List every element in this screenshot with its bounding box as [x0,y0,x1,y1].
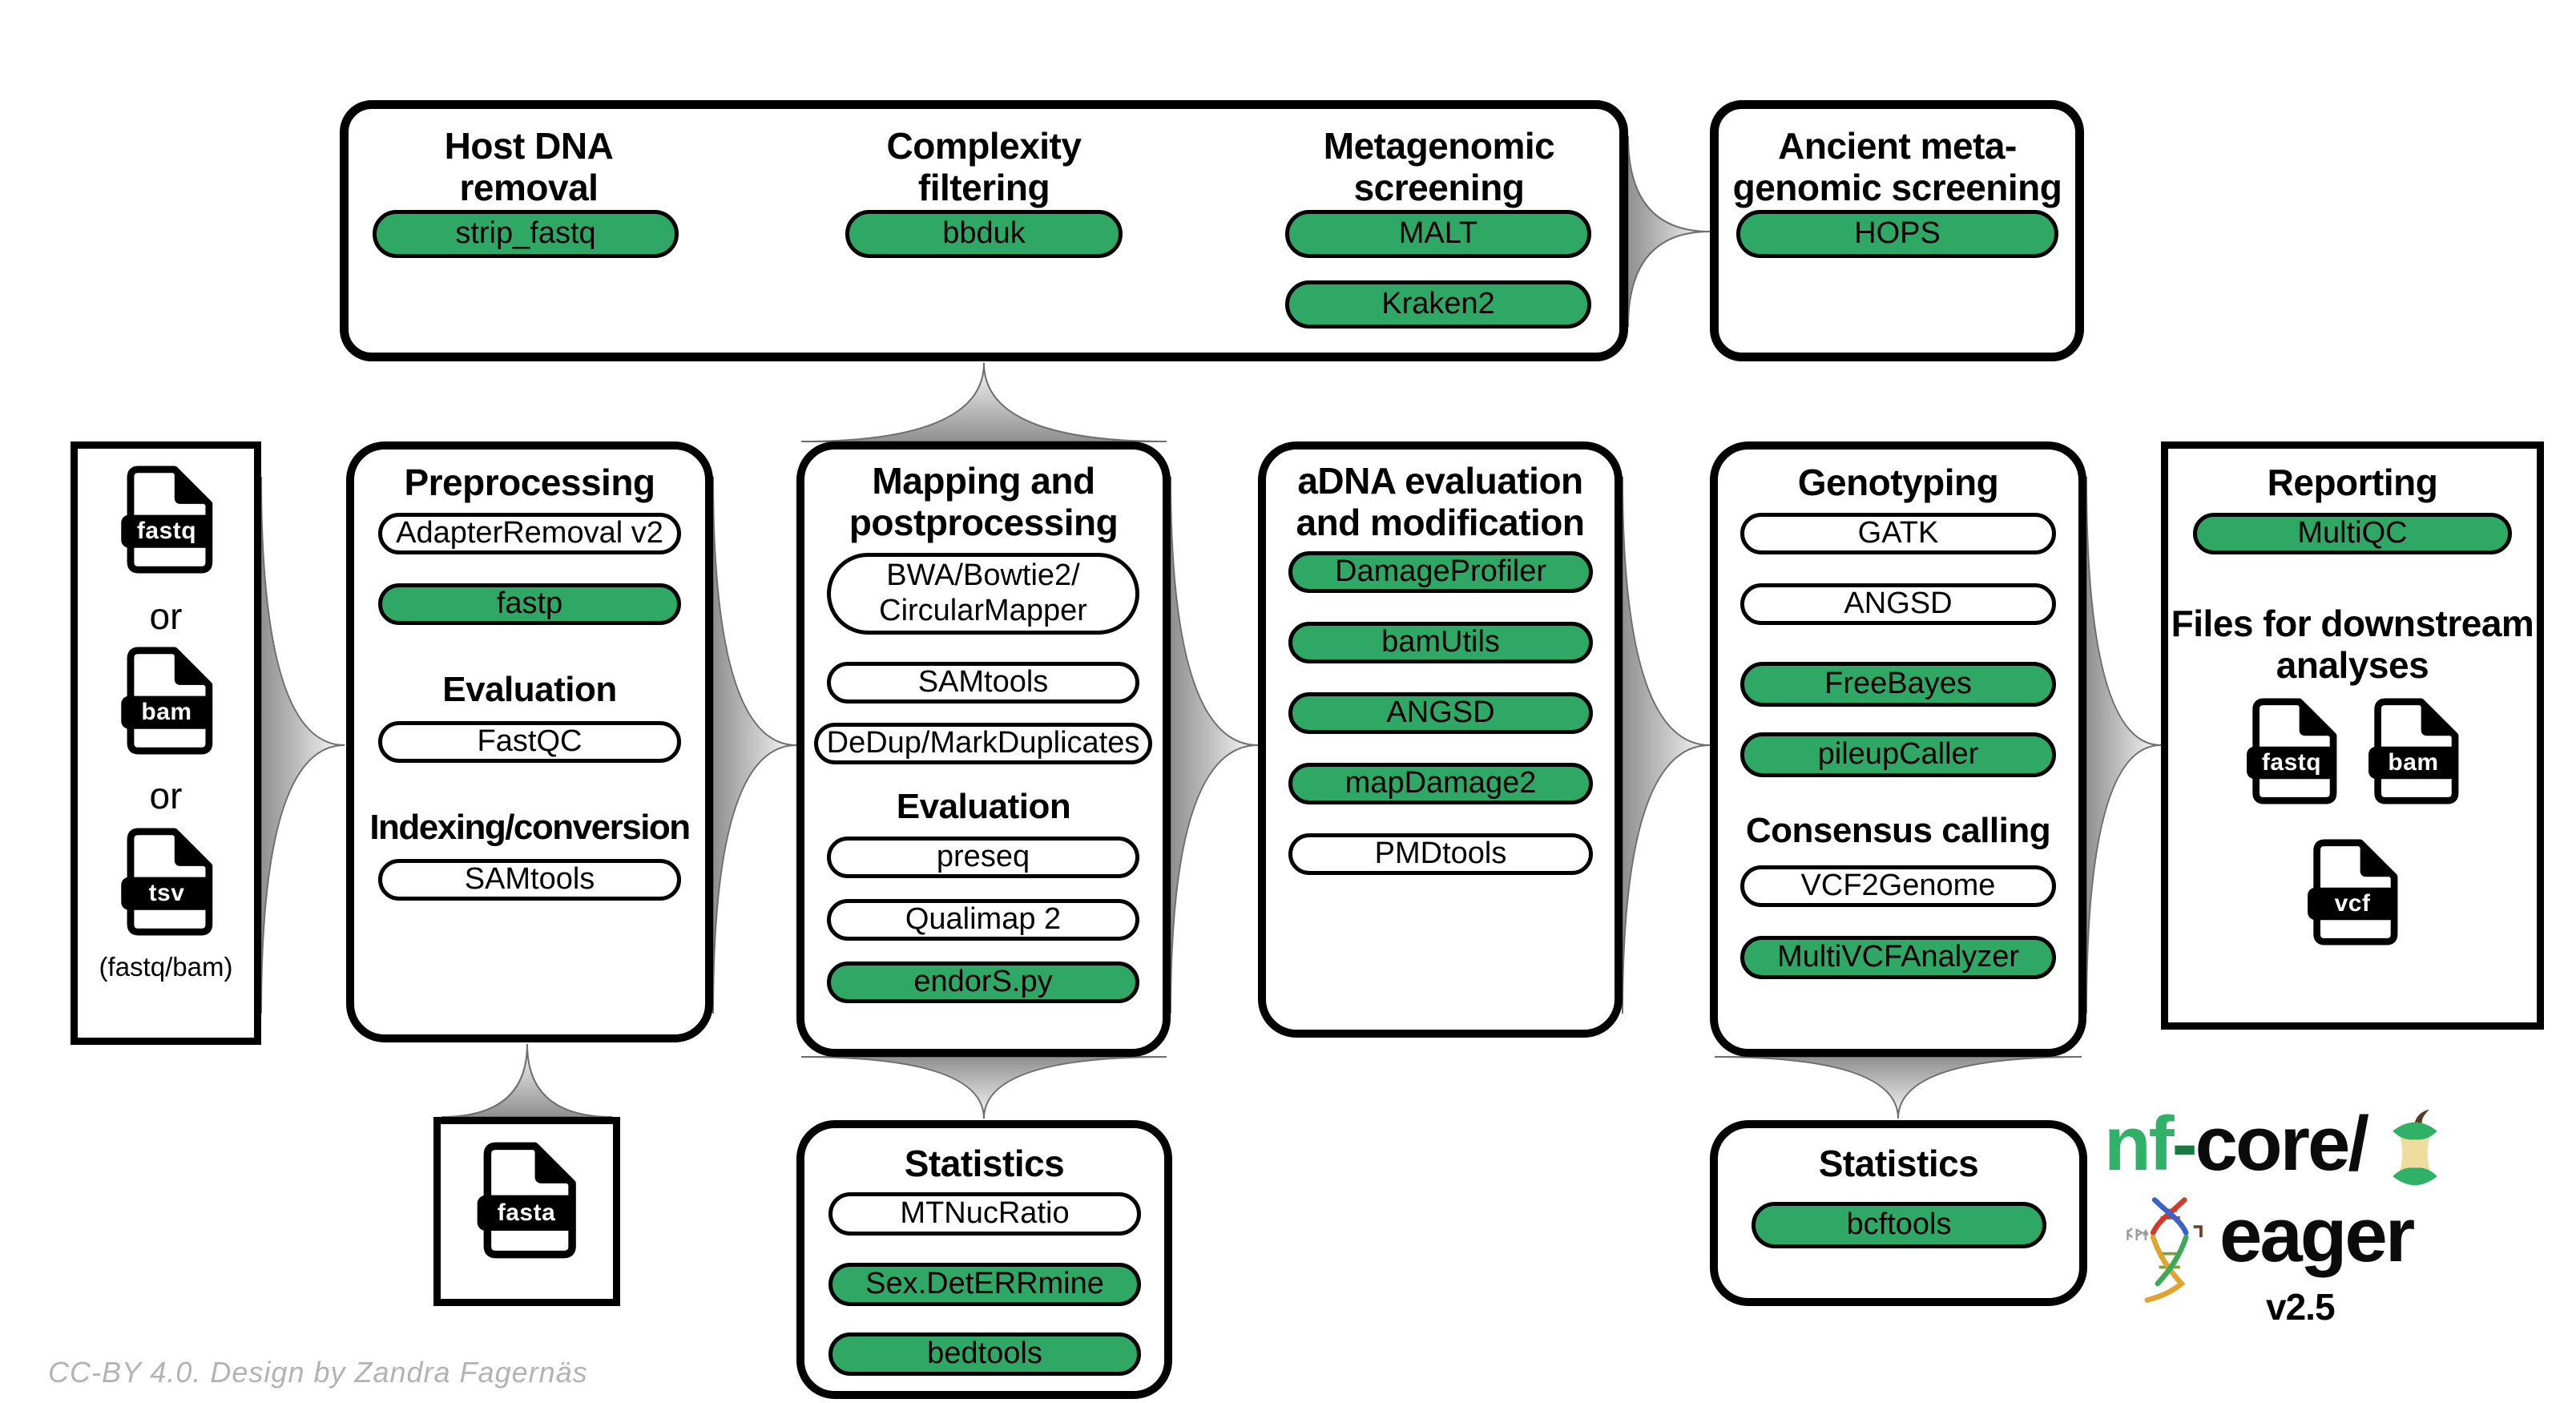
tool-pill-freebayes: FreeBayes [1740,662,2056,707]
tool-pill-mtnucratio: MTNucRatio [828,1192,1141,1236]
vcf-output-file-icon: vcf [2304,838,2401,946]
tool-pill-kraken2: Kraken2 [1285,280,1591,329]
tool-pill-hops: HOPS [1736,210,2058,258]
preprocessing-title: Preprocessing [404,462,655,503]
fastq-output-file-icon: fastq [2243,697,2340,805]
arrow-genotyping-to-reporting [2086,476,2162,1014]
logo-eager-text: eager [2219,1192,2415,1278]
tool-pill-angsd-genotyping: ANGSD [1740,583,2056,625]
tool-pill-bamutils: bamUtils [1288,622,1593,663]
logo-dash-text: - [2171,1101,2198,1187]
nfcore-logo-line1: nf-core/ [2104,1106,2450,1195]
tsv-file-icon: tsv [118,827,216,937]
bam-file-icon: bam [118,646,216,756]
arrow-preprocessing-to-mapping [712,476,797,1014]
statistics-title: Statistics [1818,1143,1979,1184]
tool-pill-damageprofiler: DamageProfiler [1288,551,1593,593]
or-label: or [149,595,183,637]
tool-pill-endors-py: endorS.py [827,962,1139,1003]
arrow-mapping-to-metagenomics [800,362,1167,442]
tool-pill-vcf2genome: VCF2Genome [1740,865,2056,907]
genotyping-title: Genotyping [1797,462,1999,503]
attribution-text: CC-BY 4.0. Design by Zandra Fagernäs [48,1356,588,1389]
or-label: or [149,775,183,816]
tool-pill-bedtools: bedtools [828,1332,1141,1376]
tool-pill-bcftools: bcftools [1752,1202,2046,1248]
tool-pill-sexdeterrmine: Sex.DetERRmine [828,1263,1141,1306]
runes-icon [2127,1228,2149,1240]
adna-box [1258,441,1623,1038]
fastq-file-icon: fastq [118,465,216,575]
indexing-conversion-subtitle: Indexing/conversion [369,808,691,847]
arrow-reference-to-preprocessing [441,1043,613,1118]
arrow-genotyping-to-statistics [1714,1056,2082,1119]
fasta-file-icon: fasta [474,1141,579,1260]
tool-pill-bbduk: bbduk [845,210,1123,258]
tool-pill-angsd-adna: ANGSD [1288,692,1593,734]
evaluation-subtitle: Evaluation [442,670,617,709]
arrow-mapping-to-adna [1170,476,1259,1014]
arrow-mapping-to-statistics [800,1056,1167,1119]
tool-pill-multiqc: MultiQC [2193,513,2512,554]
nfcore-logo-line2: eager [2122,1191,2415,1309]
reporting-title: Reporting [2267,462,2438,503]
tool-pill-pileupcaller: pileupCaller [1740,732,2056,777]
arrow-adna-to-genotyping [1622,476,1711,1014]
tool-pill-malt: MALT [1285,210,1591,258]
arrow-input-to-preprocessing [260,476,345,1014]
tool-pill-bwa-bowtie2-circularmapper: BWA/Bowtie2/CircularMapper [827,553,1139,635]
tool-pill-samtools: SAMtools [378,859,681,901]
tool-pill-strip-fastq: strip_fastq [373,210,679,258]
bam-output-file-icon: bam [2365,697,2461,805]
logo-core-text: core/ [2195,1101,2369,1187]
tool-pill-fastqc: FastQC [378,721,681,763]
statistics-title: Statistics [904,1143,1065,1184]
tool-pill-dedup-markduplicates: DeDup/MarkDuplicates [814,723,1152,764]
apple-core-icon [2393,1109,2437,1186]
tool-pill-multivcfanalyzer: MultiVCFAnalyzer [1740,936,2056,979]
arrow-metagenomics-to-ancient [1627,135,1711,328]
consensus-calling-subtitle: Consensus calling [1745,811,2051,850]
ancient-screening-title: Ancient meta-genomic screening [1732,125,2062,209]
tool-pill-mapdamage2: mapDamage2 [1288,763,1593,804]
dna-helix-icon [2127,1197,2203,1303]
logo-nf-text: nf [2104,1101,2175,1187]
tool-pill-preseq: preseq [827,837,1139,878]
tool-pill-gatk: GATK [1740,513,2056,554]
tool-pill-fastp: fastp [378,583,681,625]
tsv-caption: (fastq/bam) [99,952,233,982]
tool-pill-samtools-mapping: SAMtools [827,662,1139,704]
evaluation-subtitle: Evaluation [896,787,1071,826]
logo-version: v2.5 [2266,1286,2336,1328]
tool-pill-pmdtools: PMDtools [1288,833,1593,875]
tool-pill-qualimap2: Qualimap 2 [827,899,1139,941]
tool-pill-adapterremoval: AdapterRemoval v2 [378,513,681,554]
